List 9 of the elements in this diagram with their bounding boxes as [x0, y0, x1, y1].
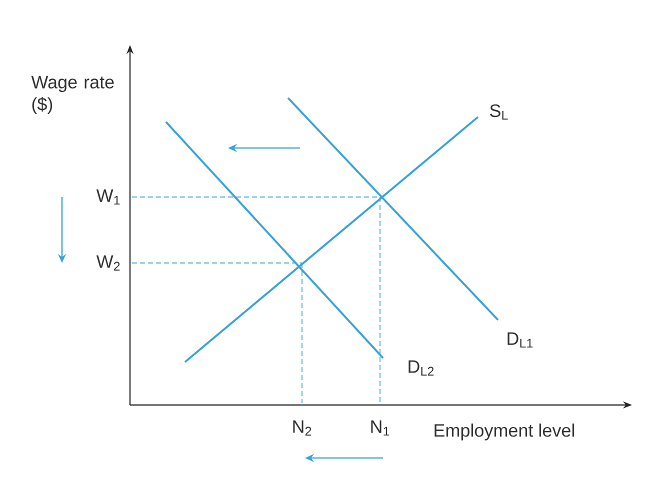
curve-label: S$_{L}$ [490, 104, 508, 120]
tick-label: N$_{2}$ [293, 420, 312, 436]
curve-label: D$_{L1}$ [508, 332, 533, 348]
axis-label: Employment level [434, 424, 574, 440]
tick-label: N$_{1}$ [371, 420, 390, 436]
tick-label: W$_{2}$ [96, 255, 120, 271]
curve-label: D$_{L2}$ [408, 360, 434, 376]
tick-label: W$_{1}$ [96, 189, 120, 205]
axis-label: Wage rate ($) [31, 76, 114, 114]
